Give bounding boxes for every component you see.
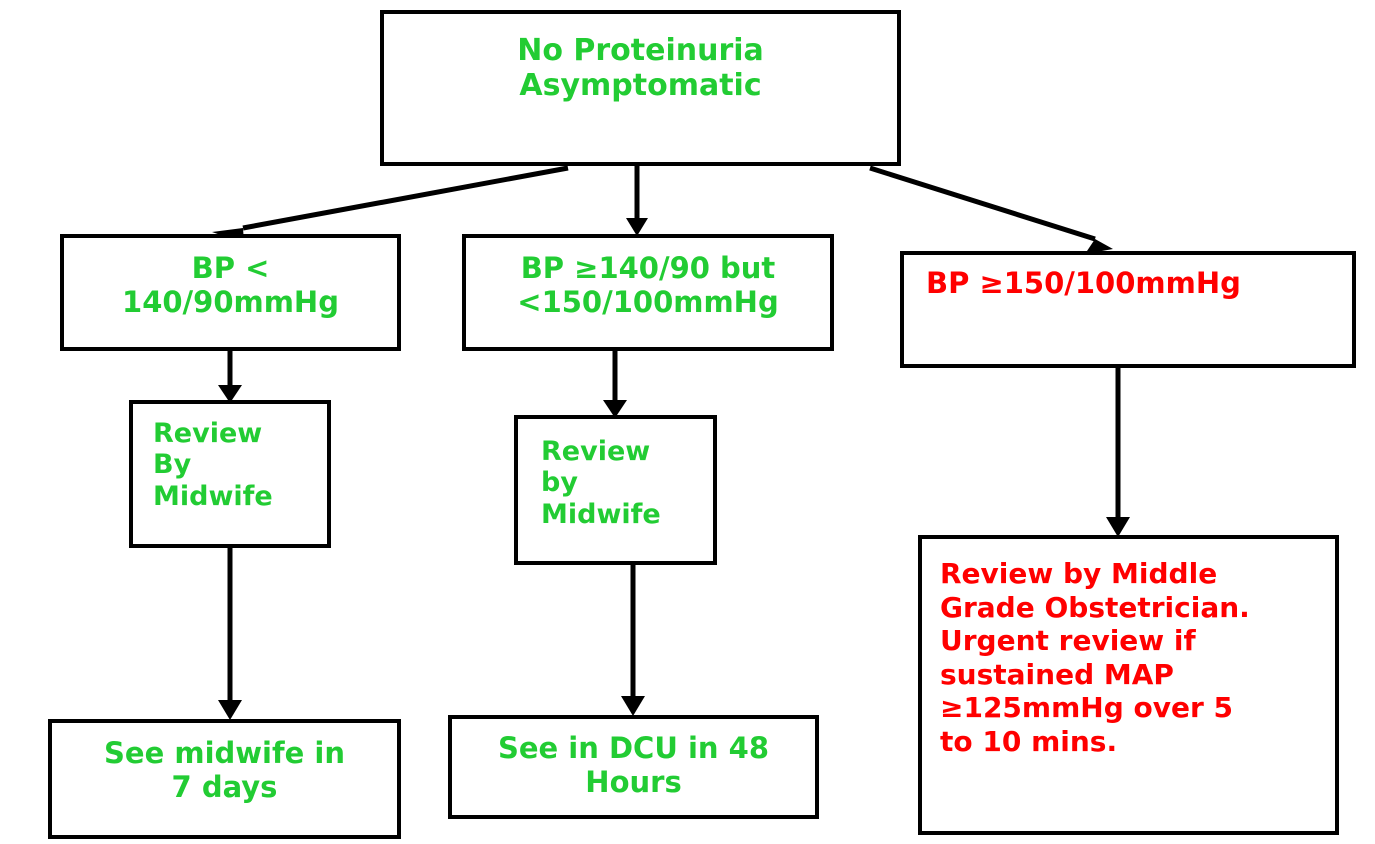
node-see-in-dcu-in-48-hours: See in DCU in 48 Hours	[448, 715, 819, 819]
node-bp-below-140-90: BP < 140/90mmHg	[60, 234, 401, 351]
node-bp-140-90-to-150-100: BP ≥140/90 but <150/100mmHg	[462, 234, 834, 351]
node-review-by-midwife-left: Review By Midwife	[129, 400, 331, 548]
node-no-proteinuria-asymptomatic: No Proteinuria Asymptomatic	[380, 10, 901, 166]
node-review-by-middle-grade-obstetrician: Review by Middle Grade Obstetrician. Urg…	[918, 535, 1339, 835]
node-see-midwife-in-7-days: See midwife in 7 days	[48, 719, 401, 839]
node-review-by-midwife-middle: Review by Midwife	[514, 415, 717, 565]
node-bp-above-150-100: BP ≥150/100mmHg	[900, 251, 1356, 368]
